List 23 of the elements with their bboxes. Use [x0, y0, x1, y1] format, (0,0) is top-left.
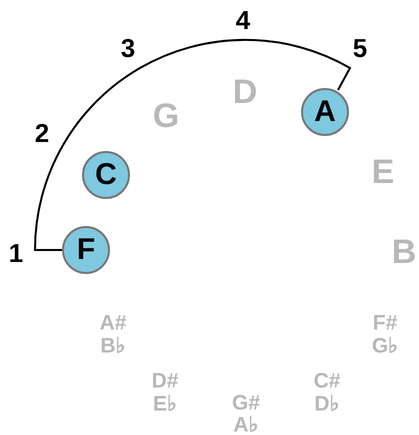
note-name: D: [232, 75, 258, 109]
note-name: B: [392, 235, 416, 269]
note-name: E: [372, 155, 394, 189]
note-name: D#: [152, 370, 178, 392]
note-circle: C: [82, 151, 130, 199]
step-number: 2: [34, 120, 50, 146]
arc-line: [34, 39, 351, 251]
note-name: G#: [232, 392, 260, 414]
note-name: E♭: [153, 394, 177, 414]
note-name: G: [152, 99, 180, 133]
note-name: A♭: [233, 414, 259, 435]
note-name: D♭: [314, 394, 340, 414]
note-name: F#: [372, 312, 398, 334]
note-name: G♭: [372, 336, 398, 356]
note-circle: A: [301, 88, 349, 136]
note-circle: F: [62, 226, 110, 274]
step-number: 1: [8, 240, 24, 266]
note-name: A#: [100, 312, 126, 334]
note-name: B♭: [100, 336, 126, 356]
step-number: 5: [352, 35, 368, 61]
step-number: 4: [236, 7, 250, 33]
note-name: C#: [314, 370, 340, 392]
step-number: 3: [120, 35, 136, 61]
